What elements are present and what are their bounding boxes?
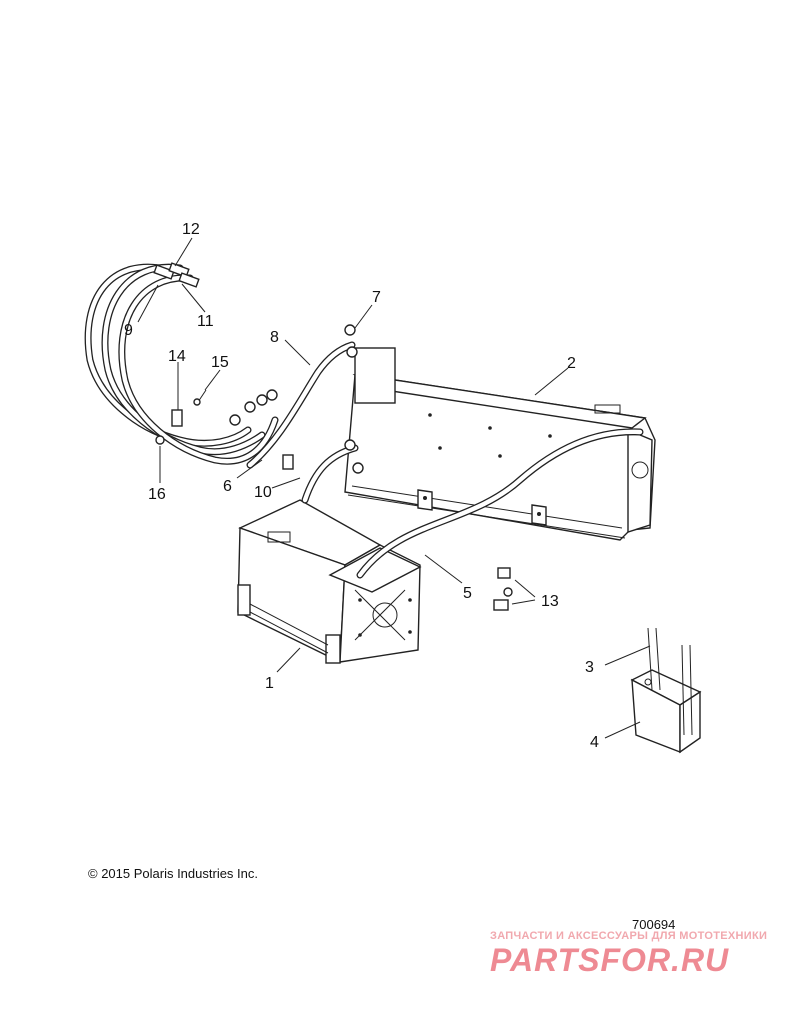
bolt-15 xyxy=(193,389,207,406)
cable-terminals xyxy=(229,324,364,474)
callout-1: 1 xyxy=(265,675,274,692)
battery-strap xyxy=(647,627,693,736)
callout-5: 5 xyxy=(463,585,472,602)
callout-8: 8 xyxy=(270,329,279,346)
watermark-logo: PARTSFOR.RU xyxy=(490,942,730,978)
cable-8 xyxy=(246,341,356,469)
leader-lines xyxy=(137,237,651,739)
drawing-number: 700694 xyxy=(632,917,676,932)
copyright-notice: © 2015 Polaris Industries Inc. xyxy=(88,866,258,881)
callout-labels: 1 2 3 4 5 6 7 8 9 10 11 12 13 14 15 16 xyxy=(124,221,599,751)
callout-13: 13 xyxy=(541,593,559,610)
callout-7: 7 xyxy=(372,289,381,306)
callout-10: 10 xyxy=(254,484,272,501)
callout-12: 12 xyxy=(182,221,200,238)
callout-15: 15 xyxy=(211,354,229,371)
battery-box-front xyxy=(237,499,422,664)
watermark-tagline: ЗАПЧАСТИ И АКСЕССУАРЫ ДЛЯ МОТОТЕХНИКИ xyxy=(490,930,768,942)
hardware-13 xyxy=(493,567,513,611)
callout-11: 11 xyxy=(197,313,214,330)
callout-14: 14 xyxy=(168,348,186,365)
callout-9: 9 xyxy=(124,322,133,339)
battery-box-long xyxy=(344,347,656,541)
callout-6: 6 xyxy=(223,478,232,495)
callout-3: 3 xyxy=(585,659,594,676)
cable-5 xyxy=(356,428,644,579)
nut-16 xyxy=(155,435,165,445)
callout-4: 4 xyxy=(590,734,599,751)
callout-2: 2 xyxy=(567,355,576,372)
small-battery xyxy=(630,669,702,754)
callout-16: 16 xyxy=(148,486,166,503)
cable-bundle xyxy=(84,262,294,470)
